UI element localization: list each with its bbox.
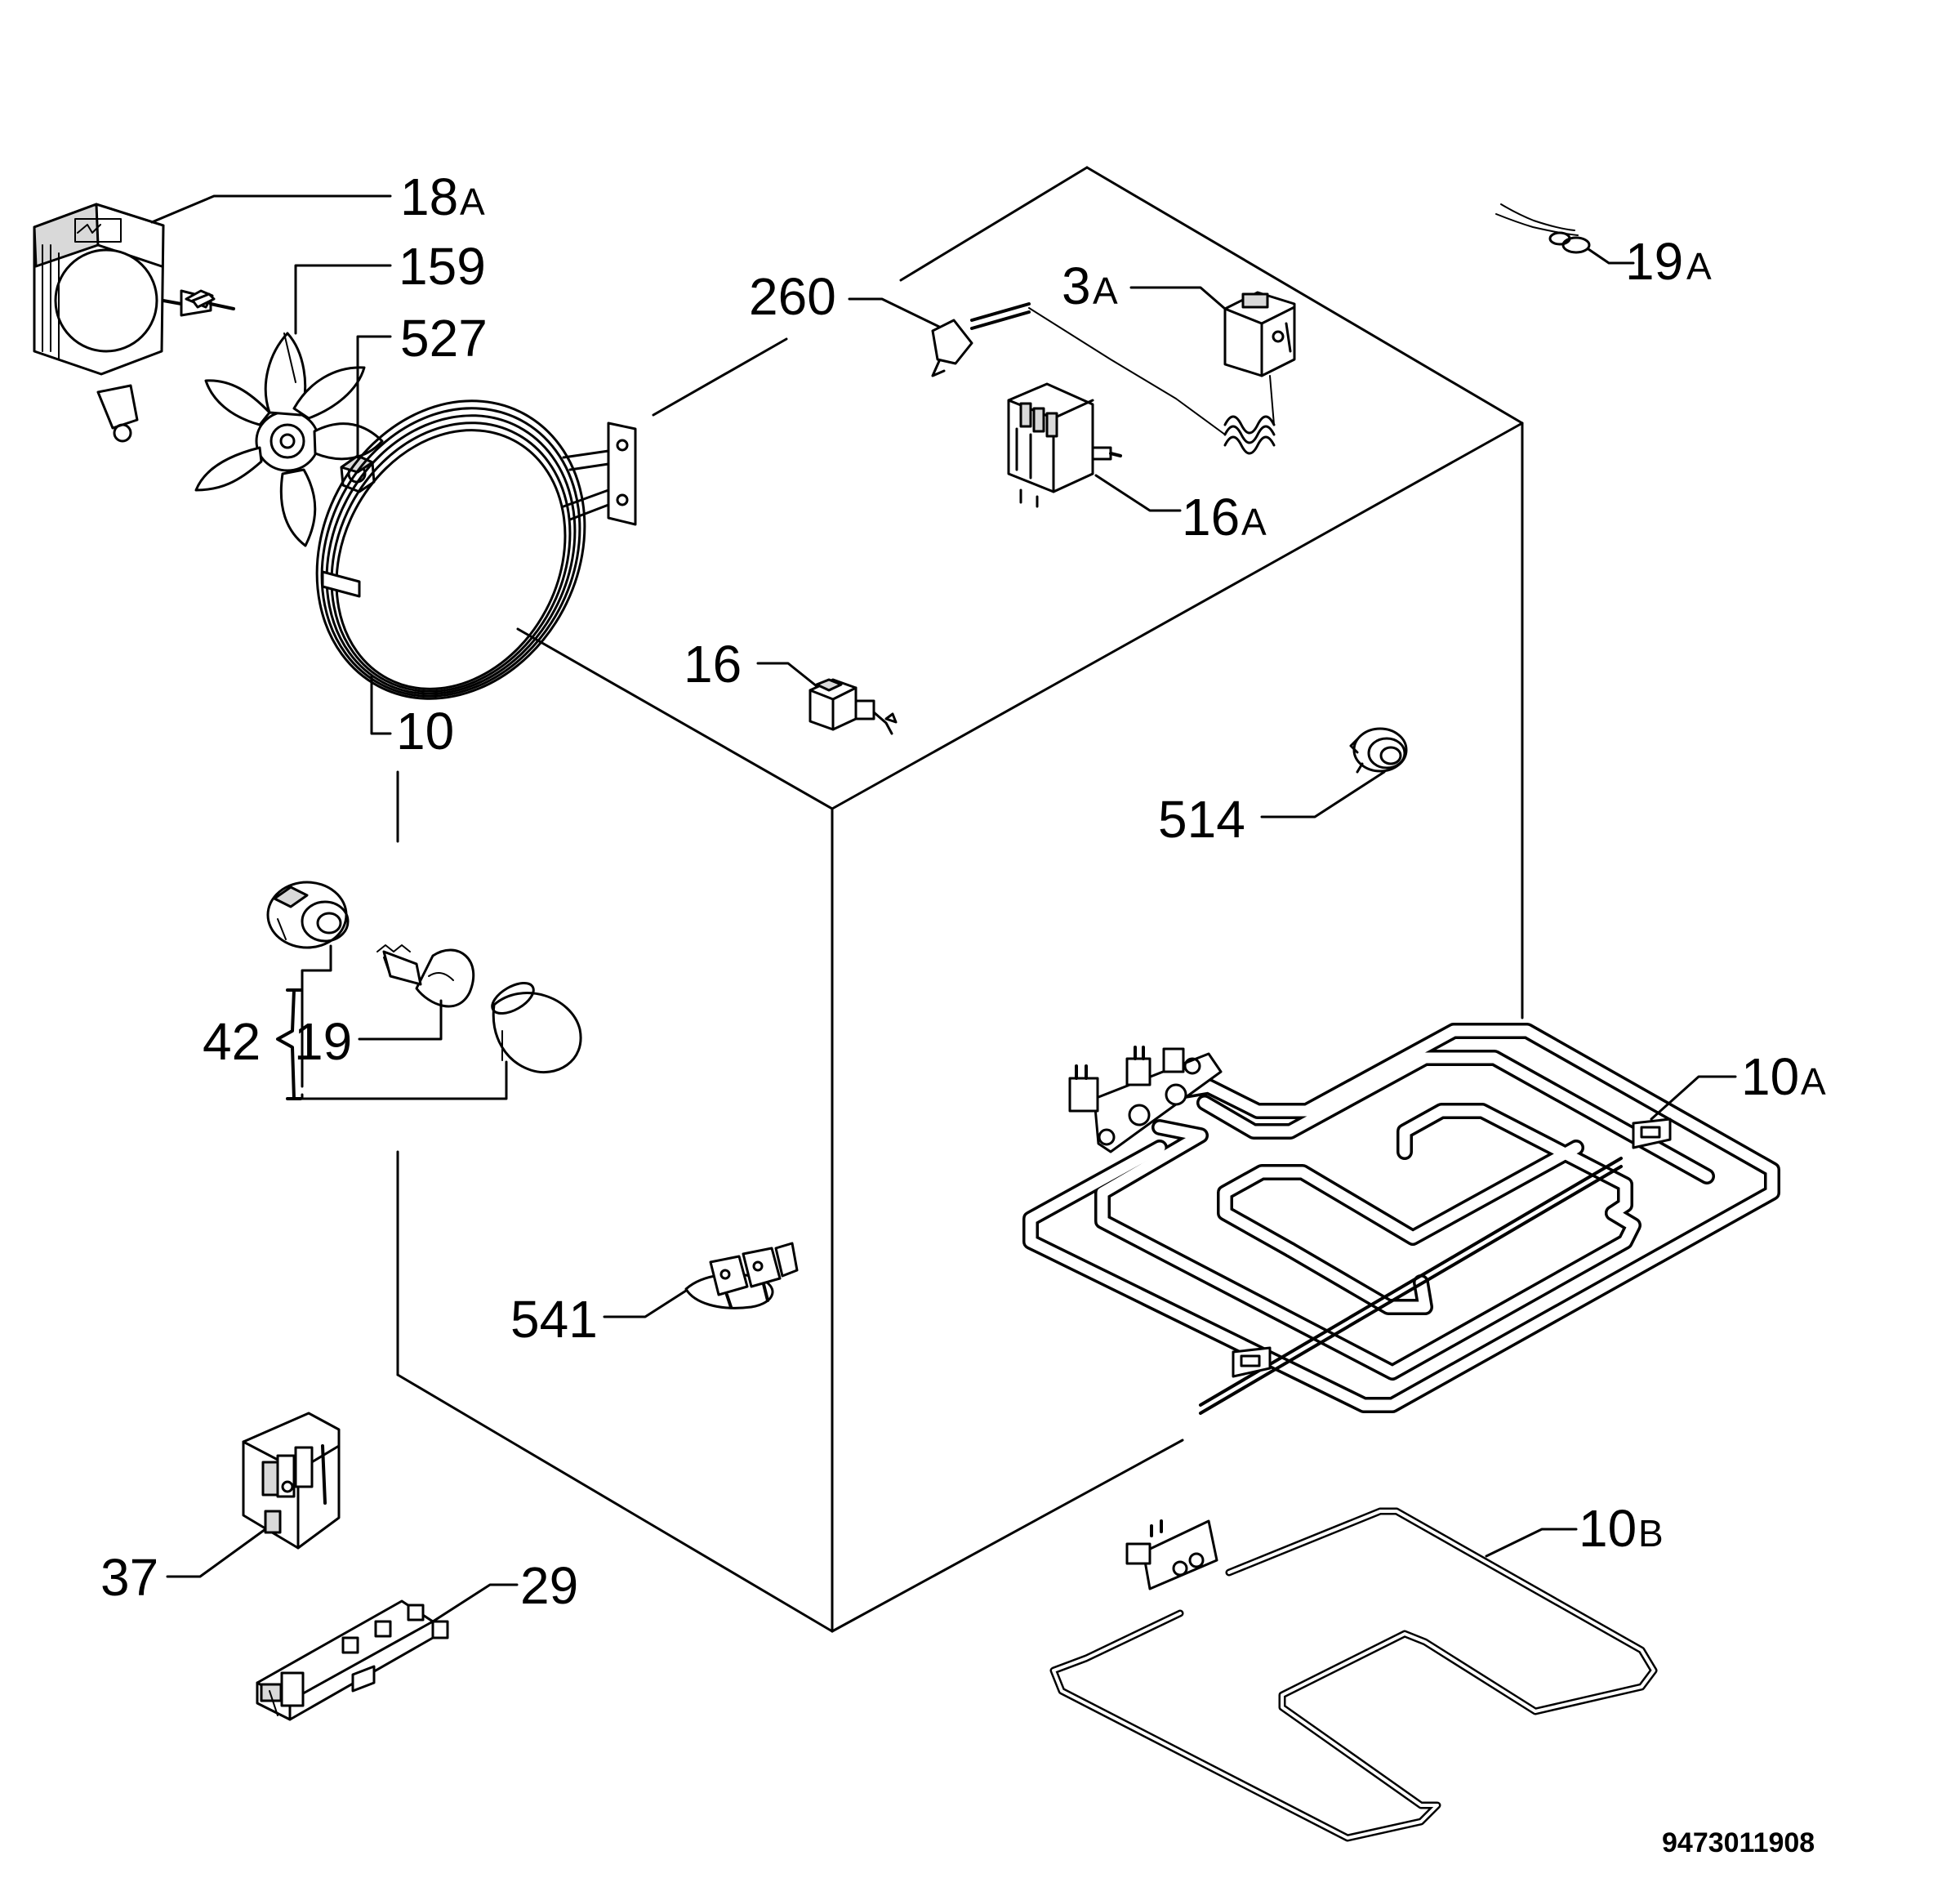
leader-29 [431,1583,519,1623]
callout-260: 260 [749,267,836,326]
svg-text:A: A [1686,245,1712,288]
thermostat-part [1223,291,1296,455]
lamp-socket-part [266,881,350,949]
temperature-sensor-part [1495,203,1591,254]
svg-text:16: 16 [1182,488,1240,546]
leader-18A [150,194,392,224]
terminal-block-part [684,1242,799,1309]
leader-3A [1129,286,1227,310]
callout-10: 10 [396,702,454,761]
leader-10A [1650,1075,1737,1121]
ignition-generator-part [256,1599,449,1721]
leader-527 [356,335,392,459]
leader-42-top [301,944,332,1088]
leader-514 [1260,770,1386,819]
grill-element-part [1022,1023,1780,1415]
circular-heating-element-part [315,399,637,700]
callout-37: 37 [100,1548,158,1607]
callout-527: 527 [400,309,488,368]
push-switch-part [808,678,898,735]
leader-19 [358,999,443,1041]
thermostat-probe-part [931,302,1226,435]
leader-16 [756,662,818,688]
callout-159: 159 [399,237,486,296]
callout-16: 16 [684,635,742,694]
svg-text:A: A [1801,1060,1826,1103]
svg-text:B: B [1638,1512,1664,1555]
leader-159 [294,264,392,335]
callout-29: 29 [520,1556,578,1615]
leader-37 [166,1528,267,1578]
brace-42 [276,988,296,1100]
svg-text:10: 10 [1741,1047,1799,1106]
svg-text:18: 18 [400,167,458,226]
selector-switch-part [1007,382,1122,508]
leader-10B [1485,1528,1578,1558]
svg-text:A: A [460,181,485,223]
callout-19: 19 [294,1012,352,1071]
lamp-bulb-part [376,944,475,1008]
svg-text:A: A [1241,501,1267,543]
leader-19A [1587,248,1635,265]
relay-part [242,1412,341,1550]
svg-text:10: 10 [1579,1499,1637,1558]
leader-260 [848,297,941,328]
callout-514: 514 [1158,790,1245,849]
fan-blade-part [194,332,384,547]
leader-42-bottom [301,1060,508,1100]
svg-text:3: 3 [1062,256,1091,315]
leader-16A [1094,474,1182,512]
leader-10 [370,675,392,735]
fan-motor-part [33,203,235,443]
svg-text:A: A [1093,270,1118,312]
lamp-holder-part [1349,727,1408,774]
callout-42: 42 [203,1012,261,1071]
oven-cavity-outline [396,166,1524,1633]
svg-text:19: 19 [1625,232,1683,291]
bottom-heating-element-part [1049,1507,1658,1842]
drawing-code: 9473011908 [1662,1827,1815,1858]
callout-541: 541 [510,1290,598,1349]
leader-541 [603,1289,688,1318]
lamp-cover-part [491,981,582,1074]
